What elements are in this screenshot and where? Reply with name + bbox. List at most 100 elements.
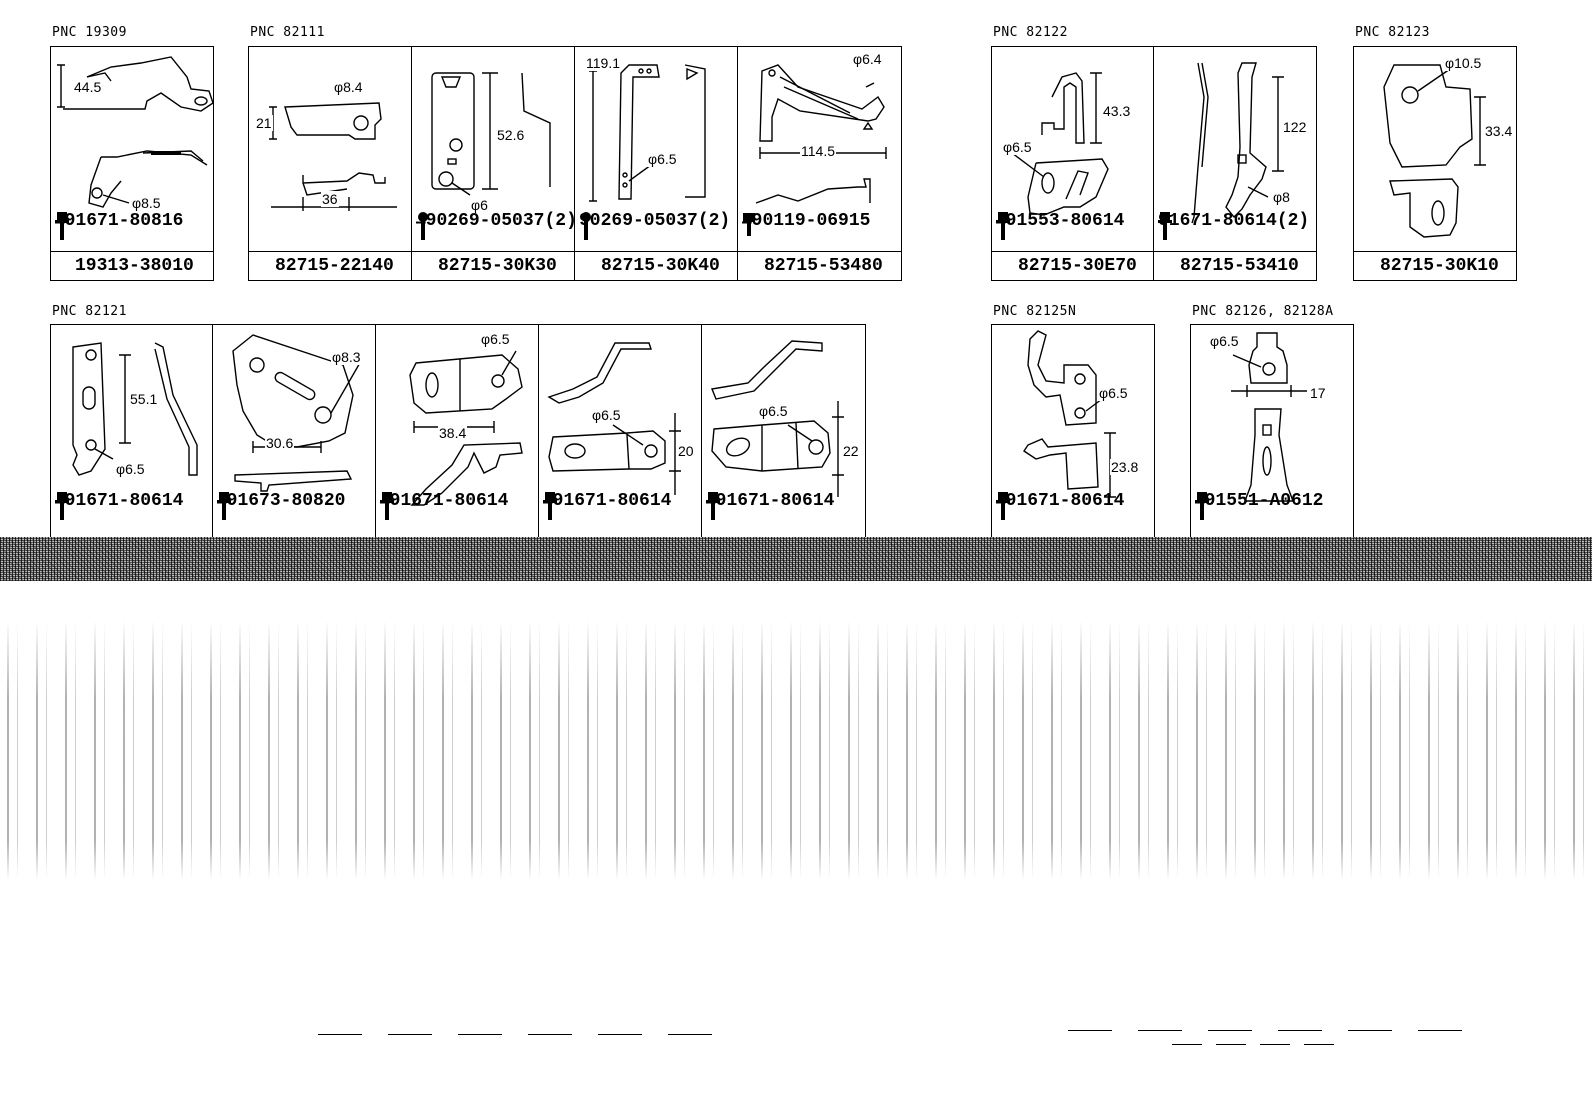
part-number-cell[interactable]: 82715-30K40	[574, 251, 739, 281]
bracket-drawing	[269, 102, 397, 211]
bolt-icon	[55, 212, 69, 240]
bolt-icon	[543, 492, 557, 520]
bolt-icon	[996, 492, 1010, 520]
dimension-label: 52.6	[496, 127, 526, 143]
bolt-callout: — 91551-A0612	[1195, 491, 1324, 520]
dimension-label: φ6.5	[115, 461, 146, 477]
part-number-cell[interactable]: 82715-30K10	[1353, 251, 1517, 281]
part-number: 19313-38010	[75, 256, 194, 276]
bracket-diagram[interactable]: φ6.4 114.5 — 90119-06915	[737, 46, 902, 253]
bolt-icon	[418, 212, 428, 240]
part-number: 82715-30K40	[601, 256, 720, 276]
dimension-label: φ6.5	[480, 331, 511, 347]
dimension-label: 119.1	[585, 55, 621, 71]
part-number: 82715-22140	[275, 256, 394, 276]
bolt-icon	[217, 492, 231, 520]
part-number-cell[interactable]: 82715-30E70	[991, 251, 1155, 281]
bracket-drawing	[1011, 72, 1109, 216]
bracket-drawing	[547, 342, 681, 495]
dimension-label: 55.1	[129, 391, 159, 407]
bracket-diagram[interactable]: φ6.5 20 — 91671-80614	[538, 324, 703, 540]
bolt-part-number: 91551-A0612	[1204, 491, 1324, 511]
bolt-icon	[743, 213, 755, 236]
dimension-label: 33.4	[1484, 123, 1514, 139]
bolt-callout: — 91671-80614	[55, 491, 183, 520]
dimension-label: φ8.4	[333, 79, 364, 95]
bolt-part-number: 91553-80614	[1005, 211, 1125, 231]
scan-noise-band	[0, 537, 1592, 581]
part-number-cell[interactable]: 19313-38010	[50, 251, 214, 281]
dimension-label: φ6.5	[591, 407, 622, 423]
dimension-label: φ10.5	[1444, 55, 1483, 71]
dimension-label: 21	[255, 115, 273, 131]
pnc-label: PNC 19309	[52, 25, 127, 40]
bracket-drawing	[1231, 332, 1307, 502]
dimension-label: 43.3	[1102, 103, 1132, 119]
dimension-label: φ6	[470, 197, 489, 213]
dimension-label: φ6.4	[852, 51, 883, 67]
part-number: 82715-30K30	[438, 256, 557, 276]
part-number: 82715-30E70	[1018, 256, 1137, 276]
bolt-part-number: 91671-80614	[1005, 491, 1125, 511]
bracket-drawing	[409, 350, 523, 506]
dimension-label: 38.4	[438, 425, 468, 441]
bracket-diagram[interactable]: 119.1 φ6.5 90269-05037(2)	[574, 46, 739, 253]
dimension-label: 30.6	[265, 435, 295, 451]
dimension-label: 114.5	[800, 143, 836, 159]
bolt-part-number: 90269-05037(2)	[579, 211, 731, 231]
dimension-label: φ8.3	[331, 349, 362, 365]
dimension-label: φ8.5	[131, 195, 162, 211]
faint-dashes	[1172, 1044, 1348, 1045]
dimension-label: 122	[1282, 119, 1308, 135]
bracket-diagram[interactable]: φ10.5 33.4	[1353, 46, 1517, 253]
bolt-callout: — 91671-80614	[380, 491, 509, 520]
dimension-label: φ6.5	[647, 151, 678, 167]
part-number-cell[interactable]: 82715-30K30	[411, 251, 576, 281]
part-number-cell[interactable]: 82715-53410	[1153, 251, 1317, 281]
bolt-icon	[581, 212, 591, 240]
bolt-icon	[1158, 212, 1172, 240]
bolt-part-number: 91671-80614(2)	[1158, 211, 1310, 231]
bolt-callout: 90269-05037(2)	[579, 211, 731, 240]
bracket-drawing	[431, 72, 551, 196]
bolt-callout: — 91671-80614	[706, 491, 834, 520]
bolt-callout: 91671-80614(2)	[1158, 211, 1310, 240]
bolt-part-number: 91671-80614	[389, 491, 509, 511]
bracket-diagram[interactable]: φ6.5 22 — 91671-80614	[701, 324, 866, 540]
scan-artifact-lines	[0, 620, 1592, 880]
bolt-part-number: 91673-80820	[226, 491, 346, 511]
bracket-diagram[interactable]: 122 φ8 91671-80614(2)	[1153, 46, 1317, 253]
dimension-label: φ6.5	[1098, 385, 1129, 401]
pnc-label: PNC 82111	[250, 25, 325, 40]
bolt-part-number: 90269-05037(2)	[425, 211, 576, 231]
bolt-part-number: 91671-80614	[552, 491, 672, 511]
dimension-label: 23.8	[1110, 459, 1140, 475]
faint-dashes	[318, 1034, 718, 1035]
pnc-label: PNC 82123	[1355, 25, 1430, 40]
bracket-diagram[interactable]: φ6.5 17 — 91551-A0612	[1190, 324, 1354, 540]
part-number: 82715-53480	[764, 256, 883, 276]
bracket-diagram[interactable]: φ6.5 38.4 — 91671-80614	[375, 324, 540, 540]
bracket-drawing	[72, 342, 198, 476]
dimension-label: 17	[1309, 385, 1327, 401]
bolt-part-number: 91671-80816	[64, 211, 184, 231]
bracket-diagram[interactable]: 52.6 φ6 — 90269-05037(2)	[411, 46, 576, 253]
bracket-diagram[interactable]: φ6.5 23.8 — 91671-80614	[991, 324, 1155, 540]
bolt-icon	[380, 492, 394, 520]
bracket-drawing	[589, 64, 706, 202]
bracket-diagram[interactable]: 55.1 φ6.5 — 91671-80614	[50, 324, 214, 540]
part-number-cell[interactable]: 82715-22140	[248, 251, 413, 281]
bolt-icon	[706, 492, 720, 520]
bolt-callout: — 90119-06915	[742, 211, 870, 236]
dimension-label: 36	[321, 191, 339, 207]
dimension-label: 44.5	[73, 79, 103, 95]
bracket-diagram[interactable]: φ8.3 30.6 — 91673-80820	[212, 324, 377, 540]
bracket-diagram[interactable]: 44.5 φ8.5 — 91671-80816	[50, 46, 214, 253]
bracket-diagram[interactable]: φ8.4 21 36	[248, 46, 413, 253]
part-number: 82715-30K10	[1380, 256, 1499, 276]
dimension-label: φ8	[1272, 189, 1291, 205]
pnc-label: PNC 82125N	[993, 304, 1077, 319]
bracket-diagram[interactable]: 43.3 φ6.5 — 91553-80614	[991, 46, 1155, 253]
bolt-icon	[1195, 492, 1209, 520]
part-number-cell[interactable]: 82715-53480	[737, 251, 902, 281]
